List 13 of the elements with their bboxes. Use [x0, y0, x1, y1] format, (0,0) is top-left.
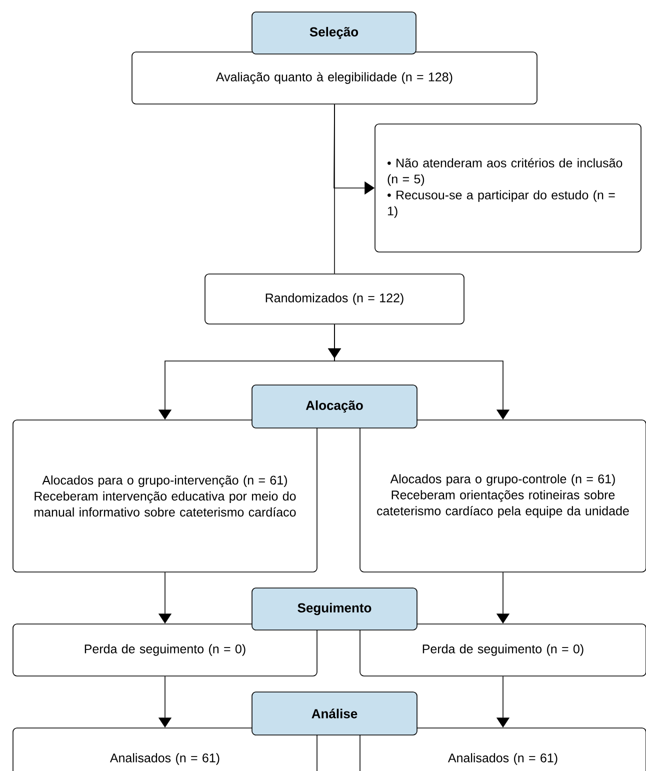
stage-header: Seguimento — [252, 588, 418, 630]
process-box: Alocados para o grupo-controle (n = 61) Receberam orientações rotineiras sobre cateterismo cardíaco pela equipe da unidade — [360, 420, 646, 572]
process-box: Perda de seguimento (n = 0) — [12, 624, 318, 676]
stage-header: Análise — [252, 692, 418, 736]
process-box: Perda de seguimento (n = 0) — [360, 624, 646, 676]
exclusion-box: • Não atenderam aos critérios de inclusão (n = 5) • Recusou-se a participar do estudo (n = 1) — [374, 124, 642, 252]
process-box: Analisados (n = 61) — [12, 728, 318, 771]
process-box: Avaliação quanto à elegibilidade (n = 128) — [132, 52, 538, 104]
process-box: Alocados para o grupo-intervenção (n = 61) Receberam intervenção educativa por meio do manual informativo sobre cateterismo cardíaco — [12, 420, 318, 572]
process-box: Analisados (n = 61) — [360, 728, 646, 771]
stage-header: Seleção — [252, 12, 416, 54]
stage-header: Alocação — [252, 384, 418, 428]
process-box: Randomizados (n = 122) — [204, 274, 464, 324]
